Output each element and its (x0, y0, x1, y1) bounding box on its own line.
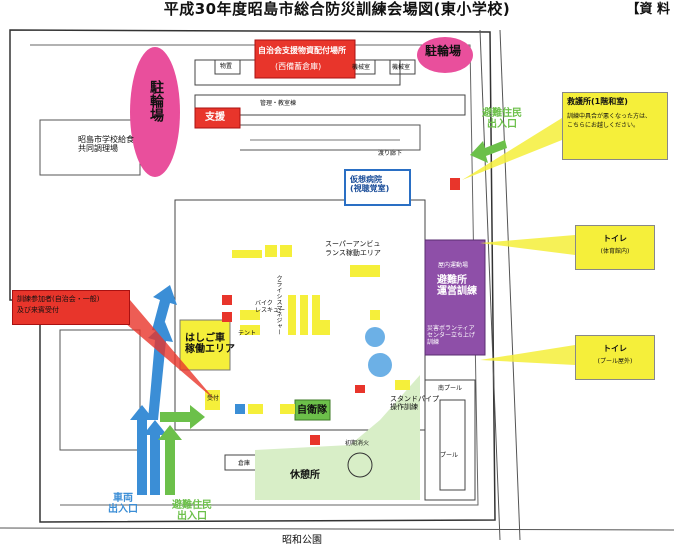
super-ambulance-label: スーパーアンビュ ランス稼動エリア (325, 240, 381, 257)
ladder-truck-label: はしご車 稼働エリア (185, 333, 235, 355)
vehicle-arrow-4 (152, 285, 177, 332)
relief-goods-sub-label: (西備蓄倉庫) (275, 62, 322, 71)
bike-parking-top-zone (417, 37, 473, 73)
page-title: 平成30年度昭島市総合防災訓練会場図(東小学校) (163, 0, 511, 18)
initial-fire-label: 初期消火 (345, 440, 370, 447)
vehicle-entrance-label: 車両 出入口 (108, 493, 138, 515)
admin-building-outline (194, 94, 466, 116)
relief-goods-zone (254, 39, 356, 79)
vehicle-arrow-2 (130, 405, 154, 495)
toilet-gym-pointer (480, 235, 575, 255)
toilet-pool-title: トイレ (603, 344, 627, 353)
first-aid-note: 訓練中具合が悪くなった方は、 こちらにお越しください。 (567, 113, 652, 129)
gym-zone (424, 239, 486, 356)
evacuee-arrow-mid (160, 405, 205, 429)
toilet-gym-callout: トイレ (体育館内) (575, 225, 655, 270)
pond (347, 452, 373, 478)
bike-rescue-label: バイク レスキュー (255, 300, 286, 314)
evacuee-arrow-right (470, 140, 507, 163)
virtual-hospital-zone (344, 169, 411, 206)
support-zone (194, 107, 241, 129)
reception-desk-label: 受付 (207, 395, 220, 402)
evacuee-entrance-bottom-label: 避難住民 出入口 (172, 500, 212, 522)
toilet-pool-sub: (プール屋外) (597, 358, 633, 365)
rest-area-label: 休憩所 (290, 470, 320, 481)
bike-parking-top-label: 駐輪場 (425, 44, 462, 58)
toilet-pool-pointer (480, 345, 575, 365)
crisis-label: クライシスマネジャー (275, 275, 282, 335)
south-pool-label: 南プール (438, 385, 463, 392)
reception-text: 訓練参加者(自治会・一般) 及び来賓受付 (17, 295, 100, 314)
standpipe-label: スタンドパイプ 操作訓練 (390, 395, 439, 411)
support-label: 支援 (205, 112, 225, 123)
reference-label: 【資 料 (626, 2, 670, 17)
corridor-label: 渡り廊下 (378, 150, 403, 157)
toilet-gym-sub: (体育館内) (600, 248, 630, 255)
relief-goods-label: 自治会支援物資配付場所 (258, 46, 346, 55)
evacuation-training-label: 避難所 運営訓練 (437, 275, 477, 297)
virtual-hospital-label: 仮想病院 (視聴覚室) (350, 175, 390, 193)
reception-pointer (110, 300, 215, 400)
toilet-gym-title: トイレ (603, 234, 627, 243)
first-aid-pointer (462, 118, 562, 180)
site-boundary (9, 29, 496, 523)
volunteer-center-label: 災害ボランティア センター立ち上げ 訓練 (427, 325, 476, 346)
evacuee-arrow-bottom (158, 425, 182, 495)
storage-label-3: 機械室 (392, 64, 411, 71)
evacuee-entrance-right-label: 避難住民 出入口 (482, 108, 522, 130)
storage-label-2: 機械室 (352, 64, 371, 71)
pool-outline (424, 379, 476, 501)
first-aid-title: 救護所(1階和室) (567, 97, 628, 106)
bike-parking-left-zone (130, 47, 180, 177)
admin-building-label: 管理・教室棟 (260, 100, 297, 107)
vehicle-arrow-1 (143, 420, 167, 495)
first-aid-callout: 救護所(1階和室) 訓練中具合が悪くなった方は、 こちらにお越しください。 (562, 92, 668, 160)
pool-label: プール (440, 452, 459, 459)
storage-label-1: 物置 (220, 63, 233, 70)
reception-callout: 訓練参加者(自治会・一般) 及び来賓受付 (12, 290, 130, 325)
gym-label: 屋内運動場 (438, 262, 469, 269)
toilet-pool-callout: トイレ (プール屋外) (575, 335, 655, 380)
showa-park-label: 昭和公園 (282, 535, 322, 546)
school-lunch-label: 昭島市学校給食 共同調理場 (78, 135, 134, 153)
warehouse-label: 倉庫 (238, 460, 251, 467)
vehicle-arrow-3 (148, 322, 173, 420)
self-defense-label: 自衛隊 (297, 405, 327, 416)
rest-area-zone (255, 375, 420, 500)
bike-parking-left-label: 駐輪場 (148, 80, 164, 122)
ladder-truck-zone (179, 319, 231, 371)
tent-label: テント (238, 330, 257, 337)
